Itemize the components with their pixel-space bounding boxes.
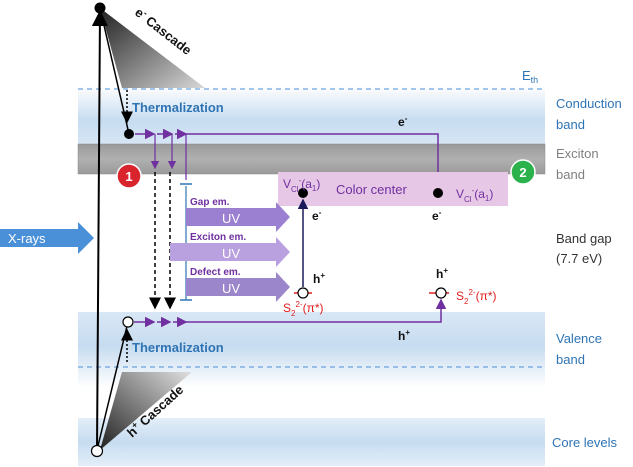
- s2-label-right: S22-(π*): [456, 288, 497, 306]
- top-electron-dot: [94, 2, 106, 14]
- uv-label-defect: UV: [222, 281, 240, 296]
- e-label-cc: e-: [312, 208, 322, 223]
- marker-2: [510, 159, 536, 185]
- exciton-label-1: Exciton: [556, 146, 599, 161]
- vb-hole: [122, 316, 134, 328]
- core-levels-label: Core levels: [552, 435, 618, 450]
- vb-path-to-s2: [186, 298, 447, 323]
- defect-em-label: Defect em.: [190, 267, 241, 278]
- valence-label-1: Valence: [556, 331, 602, 346]
- bandgap-label-1: Band gap: [556, 231, 612, 246]
- bottom-hole-dot: [90, 444, 104, 458]
- marker-2-label: 2: [519, 165, 526, 180]
- conduction-label-2: band: [556, 117, 585, 132]
- eth-label: Eth: [522, 68, 538, 85]
- vcl-electron-right: [433, 188, 443, 198]
- uv-arrow-exciton: [170, 237, 290, 267]
- core-levels-band: [78, 418, 545, 466]
- cascade-line-bottom: [96, 321, 129, 451]
- marker-1-label: 1: [125, 169, 132, 184]
- uv-arrow-defect: [186, 272, 290, 302]
- color-center-electron: [298, 188, 308, 198]
- color-center-box: [278, 172, 508, 206]
- color-center-label: Color center: [336, 182, 407, 197]
- e-label-right: e-: [432, 208, 442, 223]
- exciton-band: [77, 143, 546, 175]
- uv-label-exciton: UV: [222, 246, 240, 261]
- cb-electron: [124, 129, 134, 139]
- marker-1: [116, 163, 142, 189]
- exciton-em-label: Exciton em.: [190, 232, 246, 243]
- excitation-arrow: [91, 10, 108, 451]
- h-label-vb: h+: [398, 328, 410, 343]
- valence-label-2: band: [556, 352, 585, 367]
- conduction-band: [78, 86, 545, 148]
- exciton-label-2: band: [556, 167, 585, 182]
- electron-cascade-triangle: [100, 8, 205, 88]
- e-label-cb: e-: [398, 114, 408, 129]
- thermalization-bottom-label: Thermalization: [132, 340, 224, 355]
- uv-arrow-gap: [186, 202, 290, 232]
- xray-arrow: [0, 222, 94, 254]
- s2-label-left: S22-(π*): [283, 300, 324, 318]
- vcl-label-left: VCl-(a1): [283, 176, 320, 194]
- s2-hole-right: [435, 287, 447, 299]
- bandgap-label-2: (7.7 eV): [556, 251, 602, 266]
- thermalization-top-label: Thermalization: [132, 100, 224, 115]
- hole-cascade-triangle: [100, 372, 192, 450]
- conduction-label-1: Conduction: [556, 96, 622, 111]
- h-label-right: h+: [436, 266, 448, 281]
- xray-label: X-rays: [8, 231, 46, 246]
- cb-path-to-defect: [186, 133, 444, 192]
- vcl-label-right: VCl-(a1): [456, 186, 493, 204]
- uv-label-gap: UV: [222, 211, 240, 226]
- h-label-left: h+: [313, 271, 325, 286]
- gap-em-label: Gap em.: [190, 197, 230, 208]
- s2-hole-left: [297, 287, 309, 299]
